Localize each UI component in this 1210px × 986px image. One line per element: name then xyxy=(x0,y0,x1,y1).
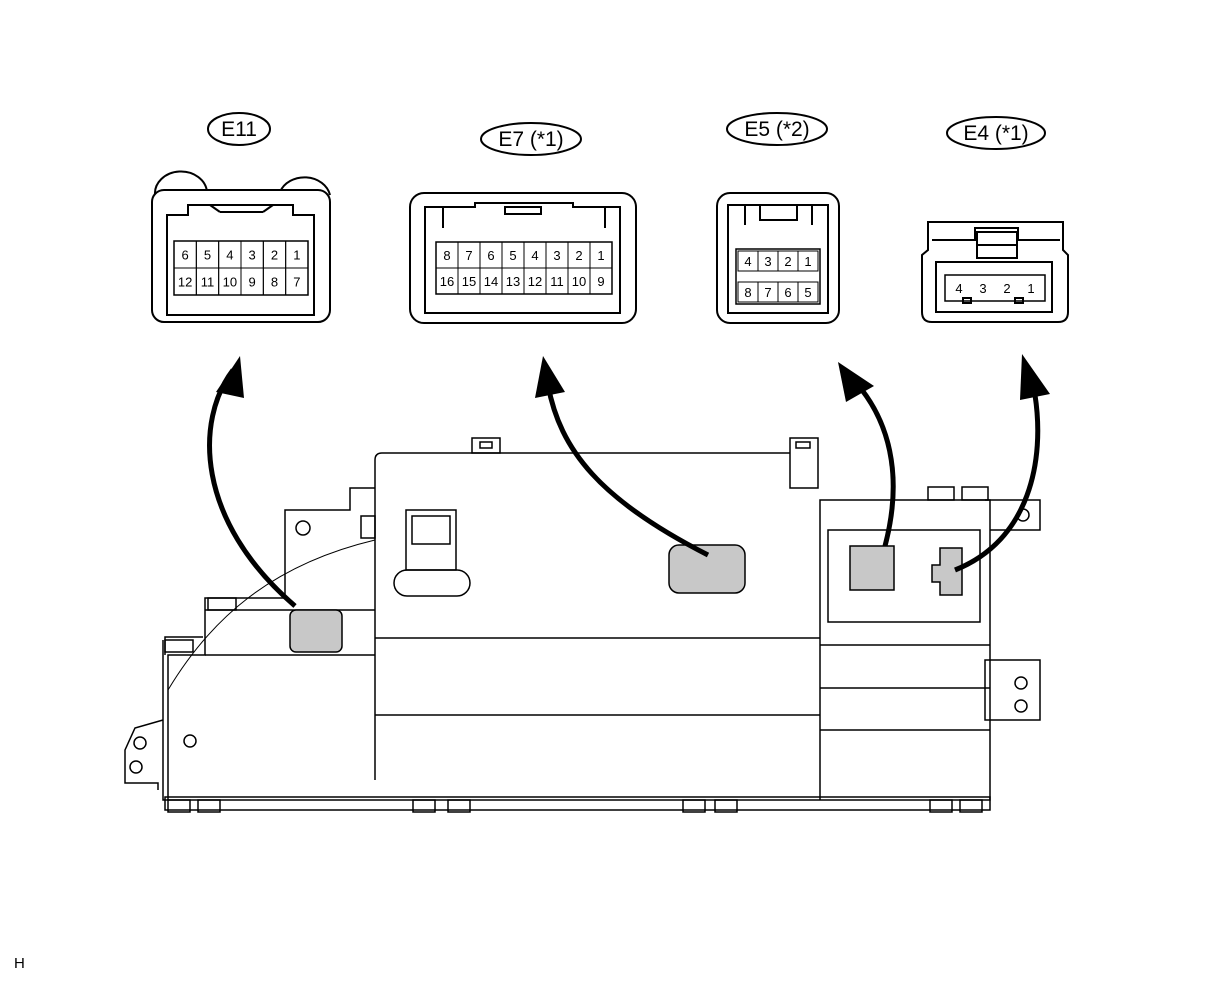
pin-number-e5-8: 8 xyxy=(744,285,751,300)
arrow-to-e5 xyxy=(860,388,896,547)
pin-number-e11-1: 1 xyxy=(293,248,300,263)
pin-number-e4-4: 4 xyxy=(955,281,962,296)
pin-number-e7-3: 3 xyxy=(553,248,560,263)
pin-number-e7-5: 5 xyxy=(509,248,516,263)
connector-label-e4-text: E4 (*1) xyxy=(963,122,1028,145)
connector-e4: 4 3 2 1 xyxy=(921,221,1069,323)
arrow-to-e5-head xyxy=(838,362,874,402)
pin-number-e5-5: 5 xyxy=(804,285,811,300)
connector-label-e5-text: E5 (*2) xyxy=(744,118,809,141)
pin-number-e7-13: 13 xyxy=(506,274,520,289)
pin-number-e4-1: 1 xyxy=(1027,281,1034,296)
pin-number-e11-9: 9 xyxy=(249,275,256,290)
pin-number-e11-2: 2 xyxy=(271,248,278,263)
pin-number-e7-14: 14 xyxy=(484,274,498,289)
arrow-to-e4-head xyxy=(1020,354,1050,400)
combination-meter-body xyxy=(124,437,1041,813)
pin-cell xyxy=(797,250,819,272)
connector-label-e11-text: E11 xyxy=(221,118,257,141)
socket-e5 xyxy=(849,545,895,591)
arrow-to-e11-head xyxy=(216,356,244,398)
pin-number-e5-2: 2 xyxy=(784,254,791,269)
pin-number-e11-7: 7 xyxy=(293,275,300,290)
pin-number-e5-6: 6 xyxy=(784,285,791,300)
socket-e11 xyxy=(289,609,343,653)
pin-number-e7-4: 4 xyxy=(531,248,538,263)
pin-number-e7-8: 8 xyxy=(443,248,450,263)
arrow-to-e7 xyxy=(545,384,710,558)
connector-label-e11: E11 xyxy=(207,112,271,146)
pin-number-e5-4: 4 xyxy=(744,254,751,269)
pin-number-e5-7: 7 xyxy=(764,285,771,300)
pin-number-e11-4: 4 xyxy=(226,248,233,263)
pin-number-e11-8: 8 xyxy=(271,275,278,290)
pin-number-e11-5: 5 xyxy=(204,248,211,263)
pin-number-e11-11: 11 xyxy=(201,275,215,290)
connector-label-e5: E5 (*2) xyxy=(726,112,828,146)
pin-number-e4-3: 3 xyxy=(979,281,986,296)
arrow-to-e11 xyxy=(207,368,297,608)
pin-number-e7-1: 1 xyxy=(597,248,604,263)
pin-number-e5-1: 1 xyxy=(804,254,811,269)
connector-label-e4: E4 (*1) xyxy=(946,116,1046,150)
pin-cell xyxy=(285,267,309,296)
pin-number-e7-11: 11 xyxy=(550,274,564,289)
socket-e7 xyxy=(668,544,746,594)
pin-number-e7-15: 15 xyxy=(462,274,476,289)
socket-e4 xyxy=(931,547,963,596)
pin-cell xyxy=(797,281,819,303)
corner-mark: H xyxy=(14,955,25,972)
pin-number-e7-7: 7 xyxy=(465,248,472,263)
pin-number-e7-9: 9 xyxy=(597,274,604,289)
arrow-to-e7-head xyxy=(535,356,565,398)
pin-cell xyxy=(589,267,613,295)
pin-number-e7-12: 12 xyxy=(528,274,542,289)
pin-number-e7-10: 10 xyxy=(572,274,586,289)
pin-number-e11-6: 6 xyxy=(182,248,189,263)
arrow-to-e4 xyxy=(954,394,1041,573)
pin-number-e4-2: 2 xyxy=(1003,281,1010,296)
pin-number-e5-3: 3 xyxy=(764,254,771,269)
connector-label-e7-text: E7 (*1) xyxy=(498,128,563,151)
pin-number-e7-6: 6 xyxy=(487,248,494,263)
pin-number-e7-2: 2 xyxy=(575,248,582,263)
pin-number-e11-10: 10 xyxy=(223,275,237,290)
connector-label-e7: E7 (*1) xyxy=(480,122,582,156)
pin-number-e11-12: 12 xyxy=(178,275,192,290)
pin-number-e11-3: 3 xyxy=(249,248,256,263)
pin-number-e7-16: 16 xyxy=(440,274,454,289)
arrows xyxy=(207,354,1050,608)
